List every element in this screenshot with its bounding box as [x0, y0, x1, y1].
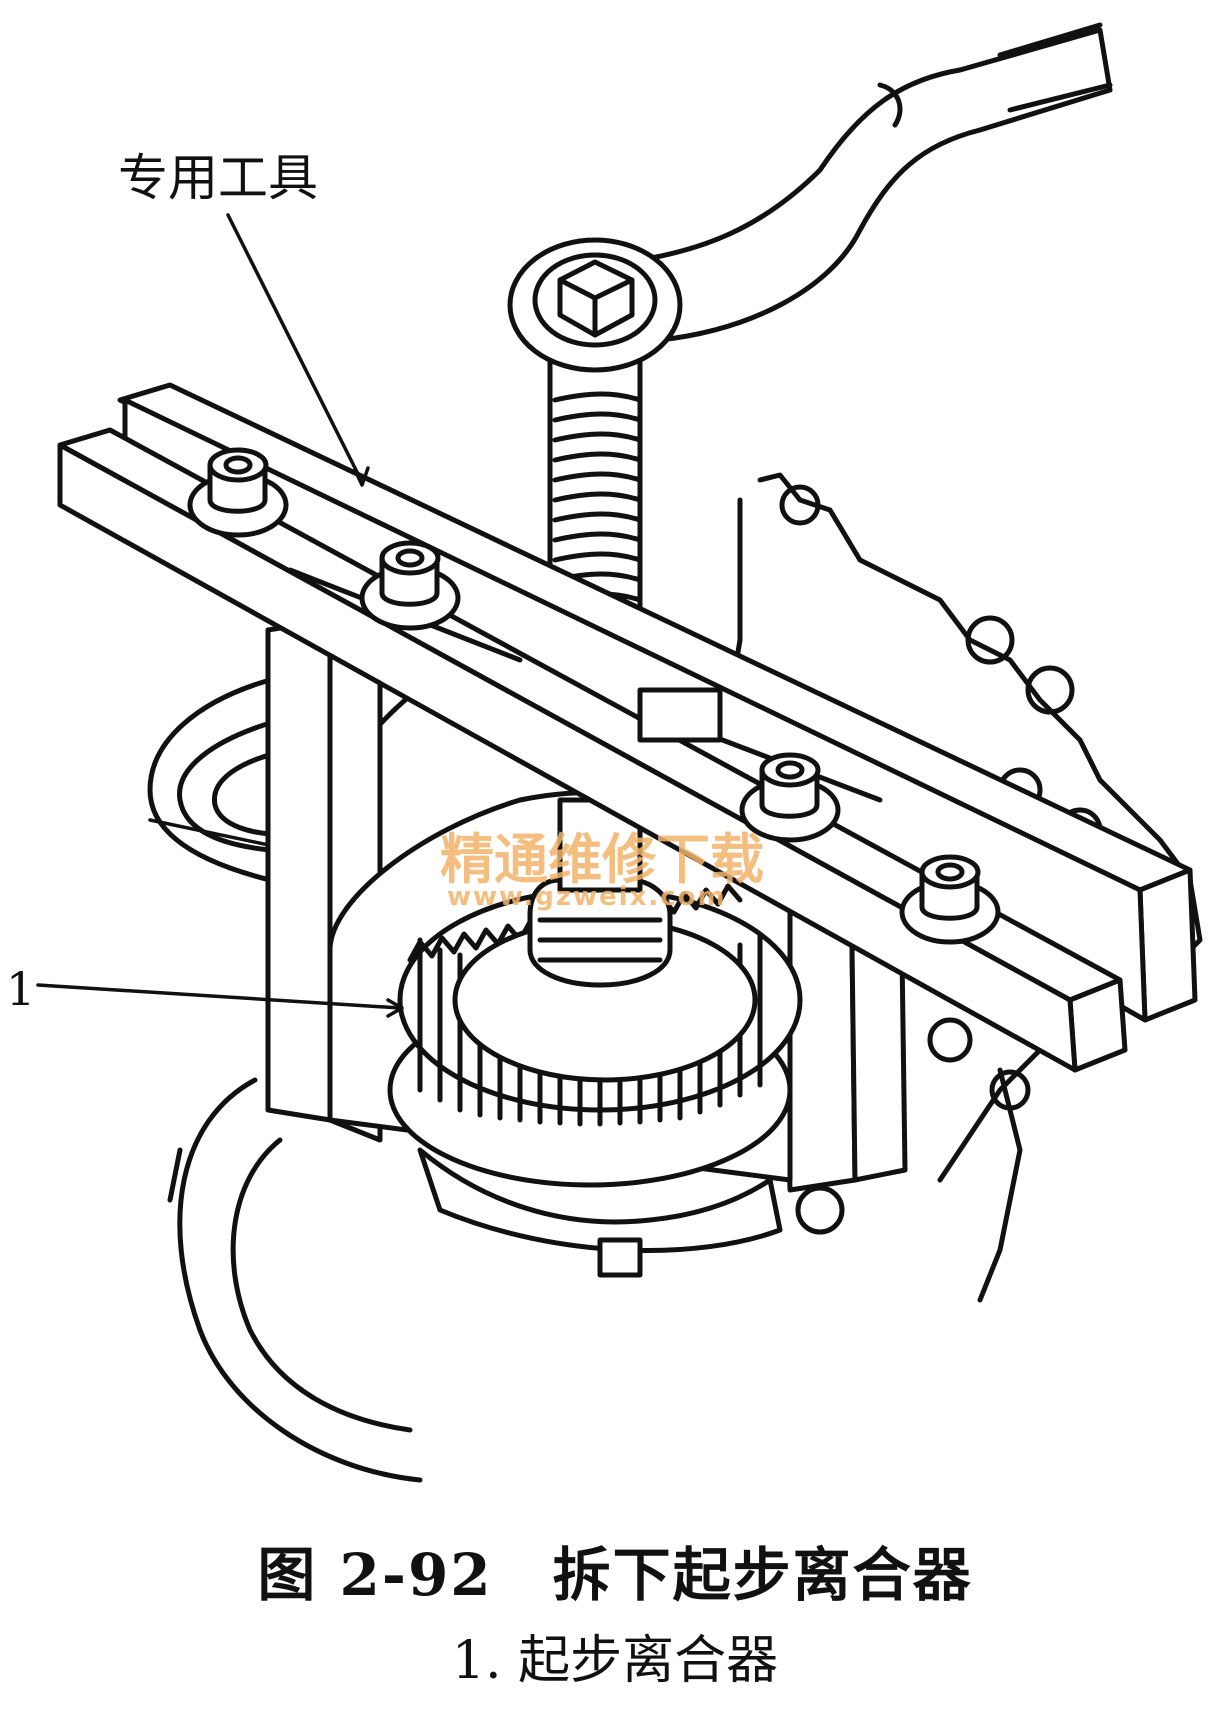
- special-tool-label: 专用工具: [118, 149, 318, 207]
- leader-lines: [36, 213, 404, 1018]
- watermark-cn: 精通维修下载: [440, 828, 764, 891]
- part-1-label: 1: [6, 962, 35, 1016]
- nut-1: [187, 447, 289, 538]
- nut-2: [359, 540, 461, 631]
- nut-4: [899, 854, 1001, 945]
- figure-caption-subtitle: 1. 起步离合器: [451, 1631, 779, 1691]
- crossbar-nuts: [187, 447, 1001, 945]
- nut-3: [739, 752, 841, 843]
- starting-clutch-assembly: [327, 790, 845, 1278]
- ring-wrench: [507, 22, 1113, 373]
- watermark-url: www.gzweix.com: [447, 882, 727, 912]
- figure-caption-title: 图 2-92 拆下起步离合器: [257, 1541, 973, 1609]
